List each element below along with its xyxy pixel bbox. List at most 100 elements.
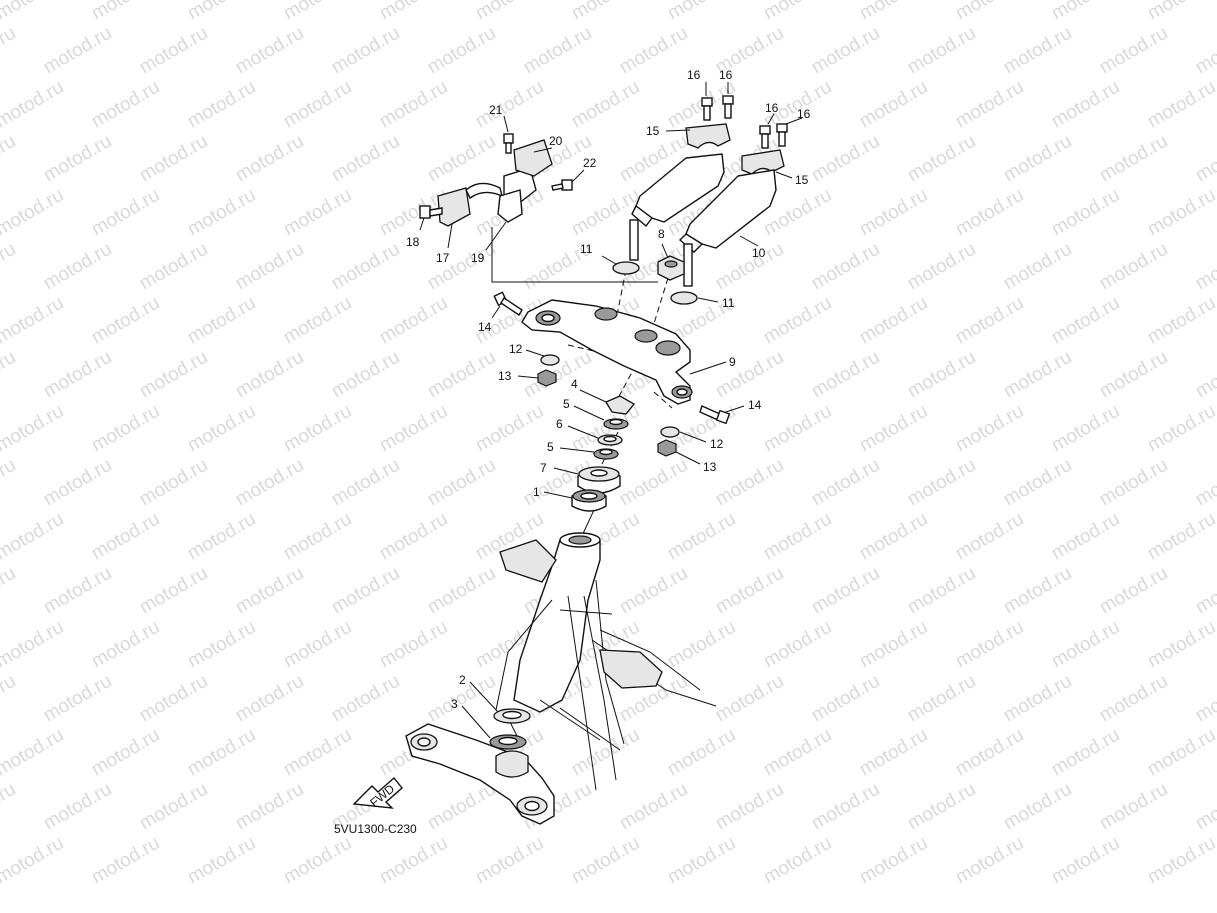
watermark-text: motod.ru (0, 617, 67, 673)
watermark-text: motod.ru (88, 833, 163, 889)
bearing-2 (493, 708, 531, 724)
watermark-text: motod.ru (424, 563, 499, 619)
watermark-text: motod.ru (1144, 833, 1217, 889)
watermark-text: motod.ru (40, 563, 115, 619)
watermark-text: motod.ru (40, 239, 115, 295)
callout-15: 15 (795, 173, 809, 187)
callout-4: 4 (571, 377, 578, 391)
watermark-text: motod.ru (1144, 77, 1217, 133)
ring-nut-5-b (593, 448, 619, 460)
watermark-text: motod.ru (904, 671, 979, 727)
watermark-text: motod.ru (1048, 617, 1123, 673)
watermark-text: motod.ru (88, 509, 163, 565)
callout-11: 11 (580, 242, 593, 256)
watermark-text: motod.ru (328, 23, 403, 79)
watermark-text: motod.ru (88, 401, 163, 457)
watermark-text: motod.ru (184, 617, 259, 673)
watermark-text: motod.ru (328, 563, 403, 619)
watermark-text: motod.ru (0, 293, 67, 349)
watermark-text: motod.ru (616, 563, 691, 619)
watermark-text: motod.ru (136, 563, 211, 619)
watermark-text: motod.ru (760, 509, 835, 565)
watermark-text: motod.ru (856, 293, 931, 349)
watermark-text: motod.ru (808, 23, 883, 79)
watermark-text: motod.ru (1144, 293, 1217, 349)
watermark-text: motod.ru (136, 347, 211, 403)
watermark-text: motod.ru (184, 0, 259, 24)
watermark-text: motod.ru (616, 455, 691, 511)
watermark-text: motod.ru (88, 293, 163, 349)
watermark-text: motod.ru (904, 563, 979, 619)
watermark-text: motod.ru (664, 725, 739, 781)
cable-guide-assembly (419, 133, 573, 227)
watermark-text: motod.ru (760, 725, 835, 781)
watermark-text: motod.ru (808, 563, 883, 619)
washer-11-b (670, 291, 698, 305)
watermark-text: motod.ru (1048, 0, 1123, 24)
watermark-text: motod.ru (808, 779, 883, 835)
watermark-text: motod.ru (664, 617, 739, 673)
watermark-text: motod.ru (136, 131, 211, 187)
watermark-text: motod.ru (1192, 347, 1217, 403)
watermark-text: motod.ru (568, 77, 643, 133)
watermark-text: motod.ru (424, 347, 499, 403)
watermark-text: motod.ru (280, 185, 355, 241)
watermark-text: motod.ru (424, 23, 499, 79)
watermark-text: motod.ru (280, 401, 355, 457)
watermark-text: motod.ru (568, 725, 643, 781)
callout-7: 7 (540, 461, 547, 475)
bearing-cover-7 (577, 466, 621, 494)
watermark-text: motod.ru (856, 725, 931, 781)
watermark-text: motod.ru (0, 671, 19, 727)
callout-12: 12 (509, 342, 523, 356)
watermark-text: motod.ru (520, 347, 595, 403)
watermark-text: motod.ru (472, 0, 547, 24)
watermark-text: motod.ru (568, 833, 643, 889)
watermark-text: motod.ru (184, 509, 259, 565)
watermark-text: motod.ru (1000, 23, 1075, 79)
watermark-text: motod.ru (232, 563, 307, 619)
callout-13: 13 (703, 460, 717, 474)
watermark-text: motod.ru (616, 779, 691, 835)
watermark-text: motod.ru (0, 23, 19, 79)
nut-8 (657, 255, 685, 281)
callout-22: 22 (583, 156, 597, 170)
upper-bracket-9 (521, 299, 693, 405)
watermark-text: motod.ru (136, 671, 211, 727)
watermark-text: motod.ru (328, 455, 403, 511)
watermark-text: motod.ru (40, 347, 115, 403)
watermark-text: motod.ru (856, 401, 931, 457)
watermark-text: motod.ru (1096, 671, 1171, 727)
upper-handlebar-holder-left (685, 123, 731, 149)
watermark-text: motod.ru (760, 833, 835, 889)
callout-17: 17 (436, 251, 450, 265)
watermark-text: motod.ru (760, 293, 835, 349)
watermark-text: motod.ru (1144, 401, 1217, 457)
watermark-text: motod.ru (904, 779, 979, 835)
watermark-text: motod.ru (40, 131, 115, 187)
watermark-text: motod.ru (232, 455, 307, 511)
watermark-text: motod.ru (376, 509, 451, 565)
watermark-text: motod.ru (0, 185, 67, 241)
callout-5: 5 (563, 397, 570, 411)
watermark-text: motod.ru (232, 239, 307, 295)
watermark-text: motod.ru (1048, 725, 1123, 781)
watermark-text: motod.ru (1000, 239, 1075, 295)
watermark-text: motod.ru (472, 833, 547, 889)
watermark-text: motod.ru (376, 617, 451, 673)
rubber-washer-6 (597, 434, 623, 446)
watermark-text: motod.ru (232, 23, 307, 79)
fwd-arrow-icon: FWD (352, 776, 403, 810)
watermark-text: motod.ru (664, 833, 739, 889)
watermark-text: motod.ru (0, 833, 67, 889)
callout-12: 12 (710, 437, 724, 451)
watermark-text: motod.ru (568, 0, 643, 24)
watermark-text: motod.ru (136, 779, 211, 835)
watermark-text: motod.ru (280, 833, 355, 889)
watermark-text: motod.ru (1000, 131, 1075, 187)
callout-14: 14 (478, 320, 492, 334)
callout-3: 3 (451, 697, 458, 711)
watermark-text: motod.ru (40, 779, 115, 835)
watermark-text: motod.ru (1192, 239, 1217, 295)
watermark-text: motod.ru (904, 131, 979, 187)
